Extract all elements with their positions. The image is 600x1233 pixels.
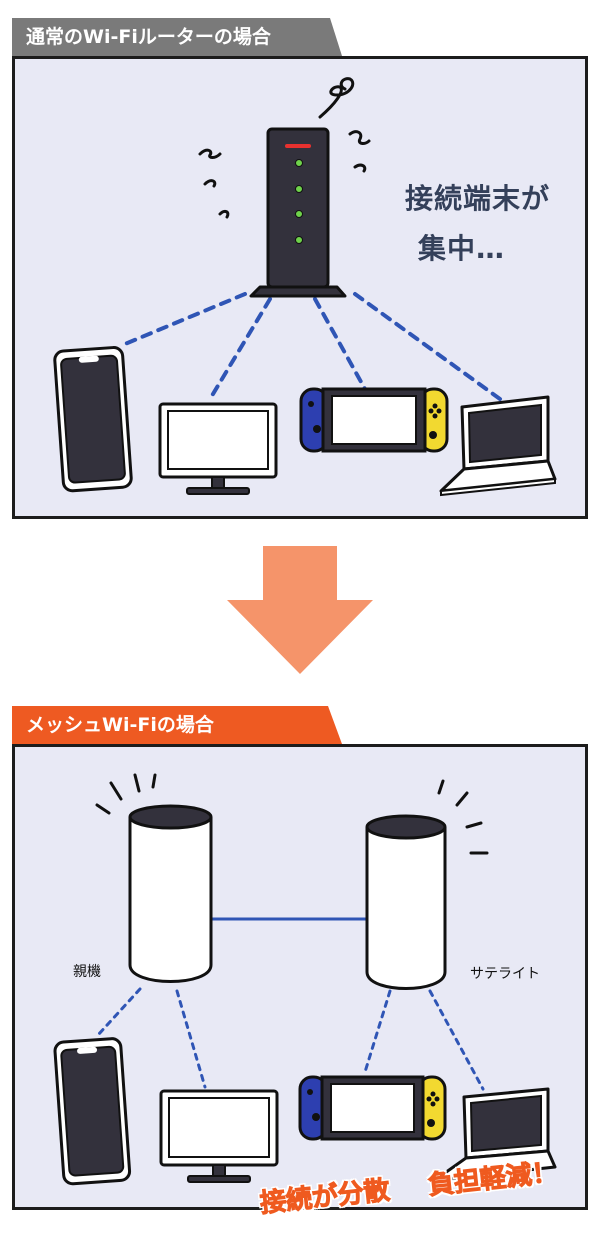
game-console-icon (298, 1075, 447, 1141)
game-console-icon (299, 387, 449, 453)
connection-line (313, 297, 367, 391)
connection-line (175, 989, 207, 1089)
signal-marks-icon (437, 779, 489, 855)
connection-line (96, 987, 142, 1037)
stress-marks-icon (198, 77, 371, 219)
mesh-satellite-node-icon (365, 814, 447, 990)
section2-tab: メッシュWi-Fiの場合 (12, 706, 342, 744)
parent-node-label: 親機 (73, 964, 101, 980)
section1-illustration (53, 77, 557, 497)
laptop-icon (433, 1087, 557, 1182)
arrow-down-icon (227, 546, 373, 674)
satellite-node-label: サテライト (470, 966, 540, 982)
smartphone-icon (53, 1037, 132, 1186)
section2-panel: 親機 サテライト (12, 744, 588, 1210)
section2-tab-label: メッシュWi-Fiの場合 (26, 714, 214, 736)
connection-line (353, 292, 502, 401)
callout-line2: 集中… (418, 232, 506, 265)
connection-lines (123, 292, 502, 401)
router-icon (249, 127, 347, 298)
monitor-icon (158, 402, 278, 495)
laptop-icon (439, 395, 557, 497)
mesh-parent-node-icon (128, 804, 213, 983)
monitor-icon (159, 1089, 279, 1183)
connection-line (208, 297, 272, 401)
connection-line (123, 292, 247, 346)
smartphone-icon (53, 346, 133, 493)
section2-illustration (53, 773, 557, 1186)
connection-lines (96, 987, 485, 1091)
section1-tab-label: 通常のWi-Fiルーターの場合 (26, 26, 271, 48)
signal-marks-icon (95, 773, 157, 815)
callout-line1: 接続端末が (405, 182, 551, 215)
connection-line (363, 989, 392, 1074)
connection-line (428, 989, 485, 1091)
section1-panel: 接続端末が 集中… (12, 56, 588, 519)
section1-tab: 通常のWi-Fiルーターの場合 (12, 18, 342, 56)
